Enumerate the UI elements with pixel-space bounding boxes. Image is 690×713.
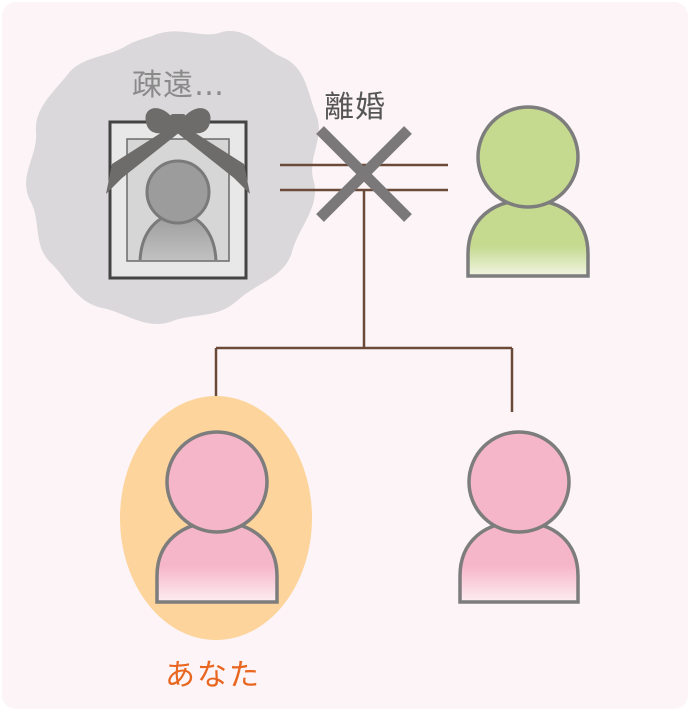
divorce-x-icon (316, 126, 412, 222)
mourning-ribbon-icon (106, 108, 250, 194)
portrait-person-icon (138, 159, 218, 260)
other-parent-person-icon (466, 105, 590, 278)
you-label: あなた (165, 658, 261, 693)
memorial-portrait (106, 108, 250, 280)
divorce-label: 離婚 (324, 90, 386, 125)
tree-lines (214, 163, 514, 412)
you-person-icon (155, 430, 279, 604)
sibling-person-icon (458, 430, 580, 604)
estranged-label: 疎遠… (132, 68, 225, 103)
